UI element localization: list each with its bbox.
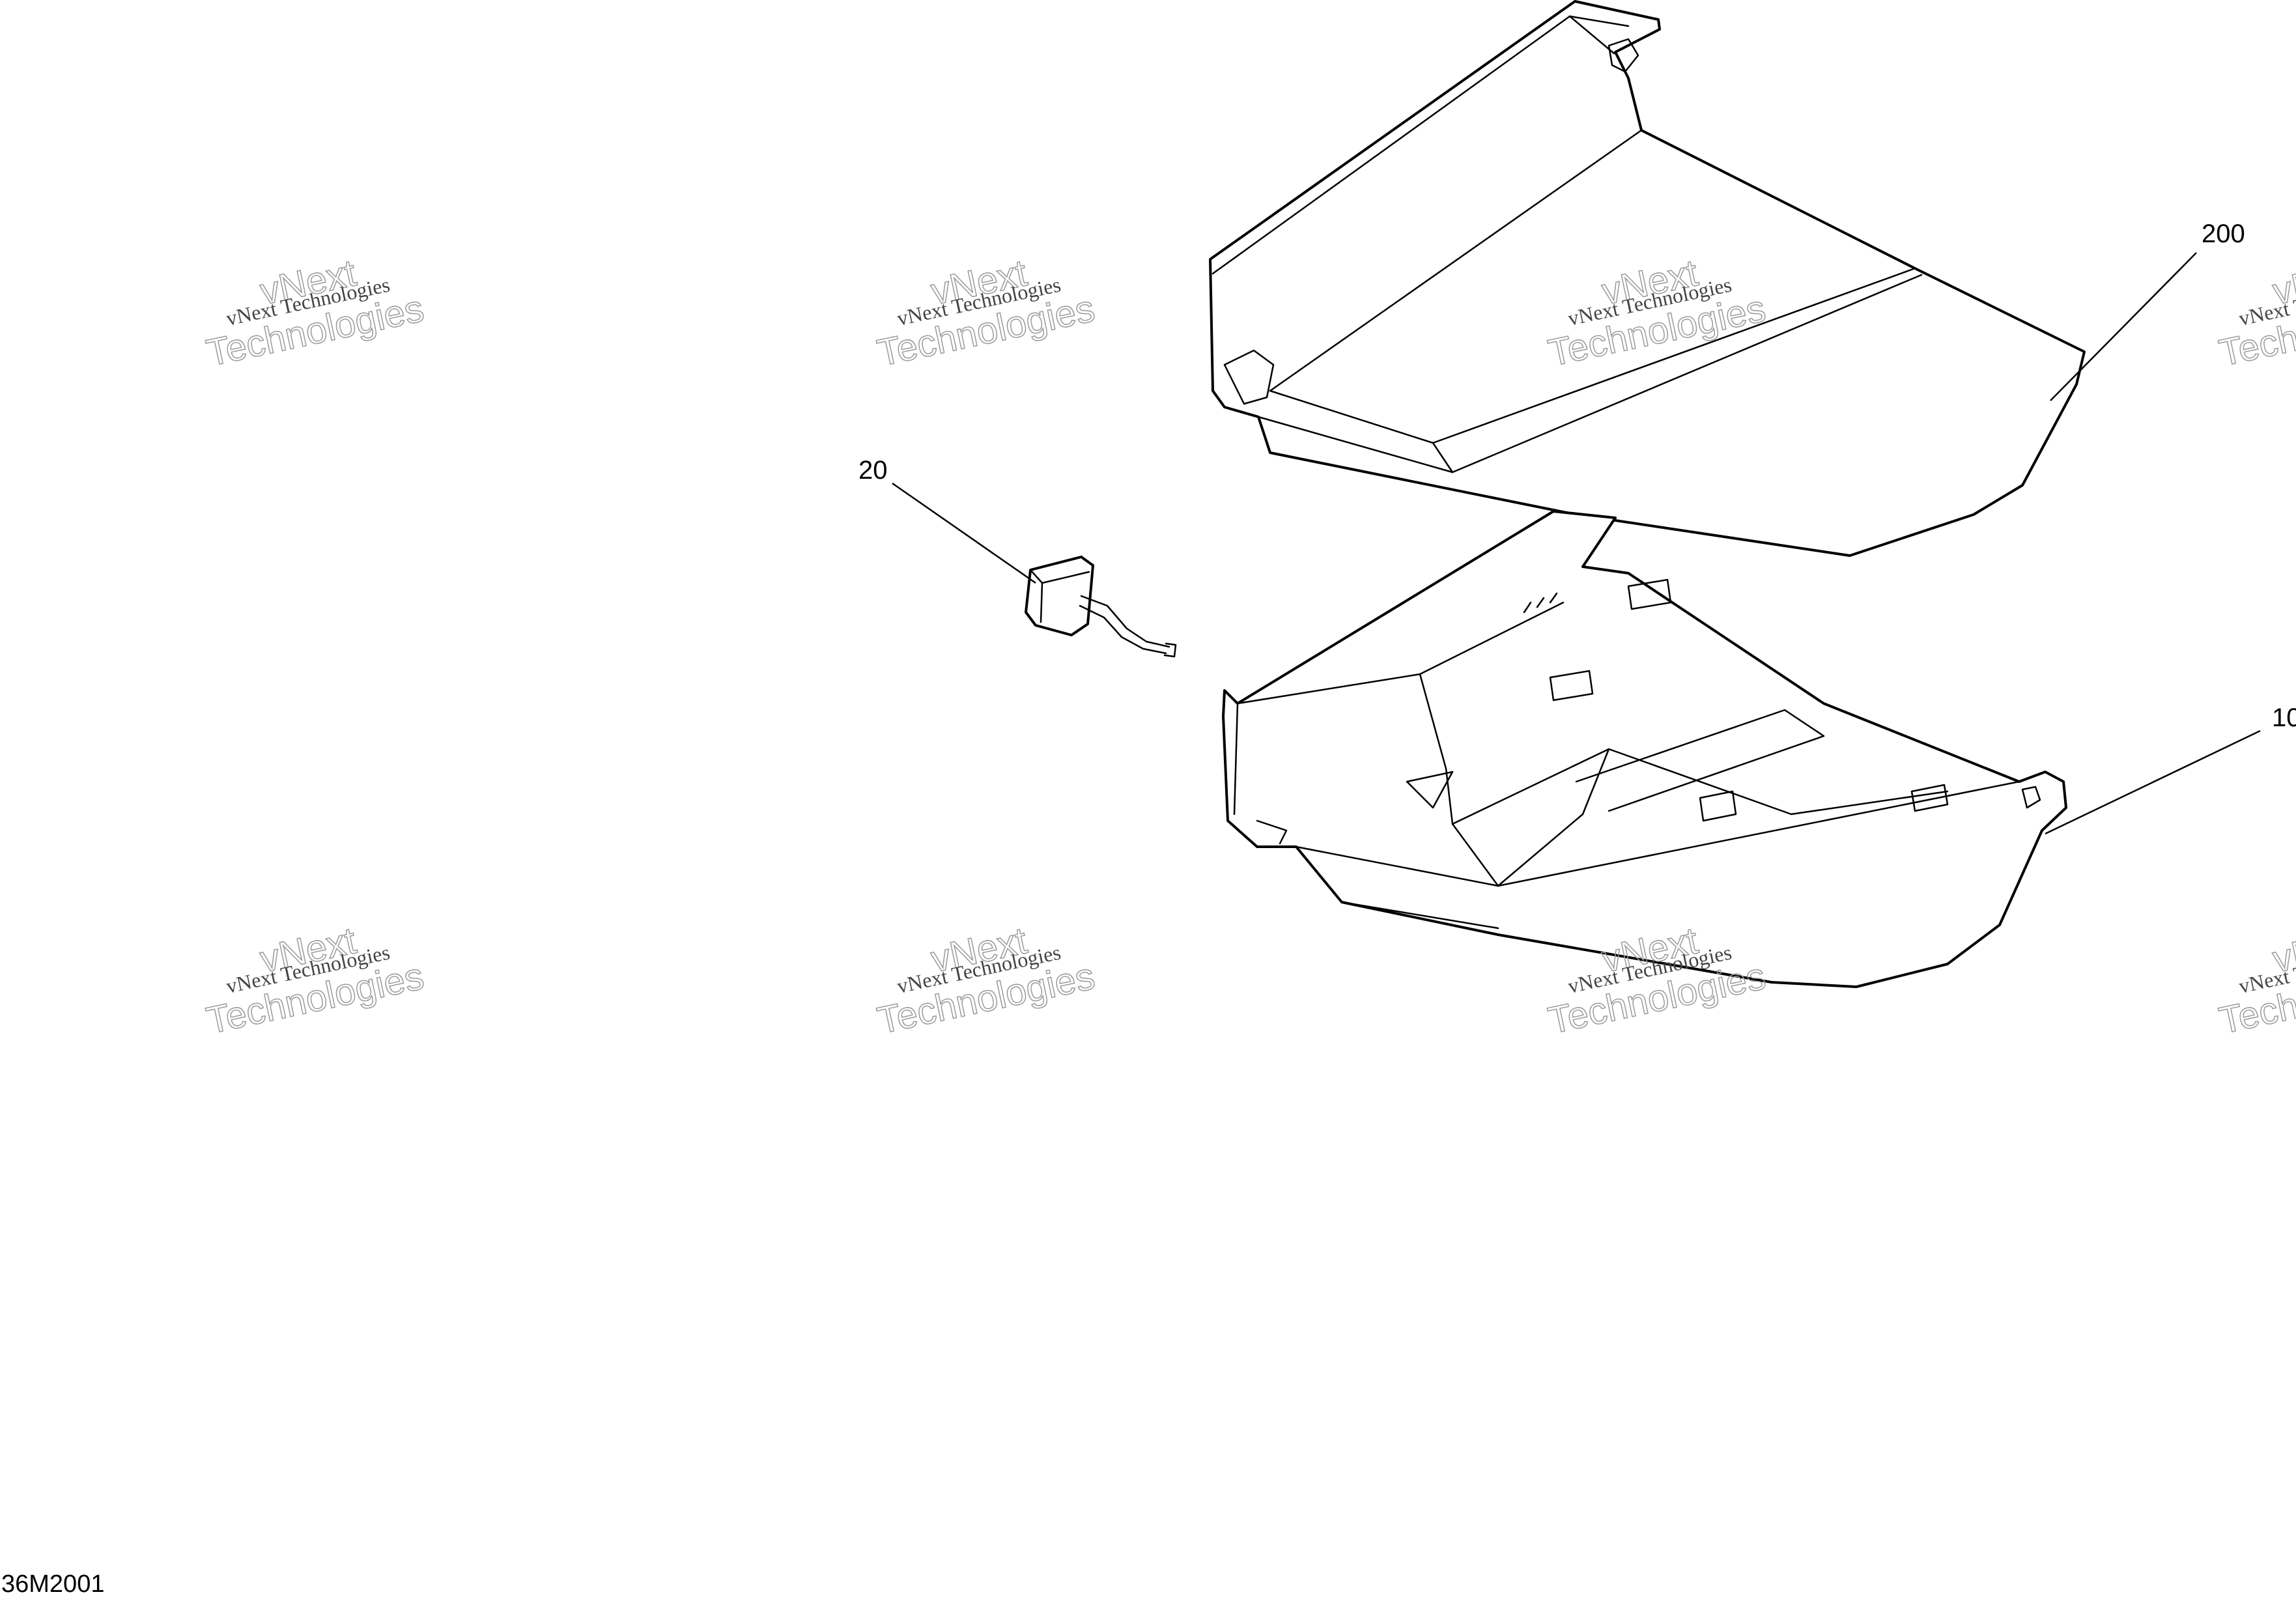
watermark-4: vNext vNext Technologies Technologies	[2215, 251, 2296, 375]
part-200-windshield	[1209, 0, 2086, 557]
watermark-5: vNext vNext Technologies Technologies	[203, 919, 428, 1043]
watermark-2: vNext vNext Technologies Technologies	[873, 251, 1099, 375]
part-20-module	[1025, 556, 1177, 658]
leader-20	[892, 482, 1036, 584]
leader-10	[2045, 730, 2261, 835]
watermark-8: vNext vNext Technologies Technologies	[2215, 919, 2296, 1043]
figure-code: 36M2001	[1, 1570, 104, 1598]
callout-10: 10	[2272, 703, 2296, 732]
leader-200	[2050, 252, 2197, 401]
part-10-console	[1222, 510, 2067, 988]
watermark-1: vNext vNext Technologies Technologies	[203, 251, 428, 375]
callout-200: 200	[2202, 220, 2245, 248]
callout-20: 20	[858, 456, 888, 485]
watermark-6: vNext vNext Technologies Technologies	[873, 919, 1099, 1043]
